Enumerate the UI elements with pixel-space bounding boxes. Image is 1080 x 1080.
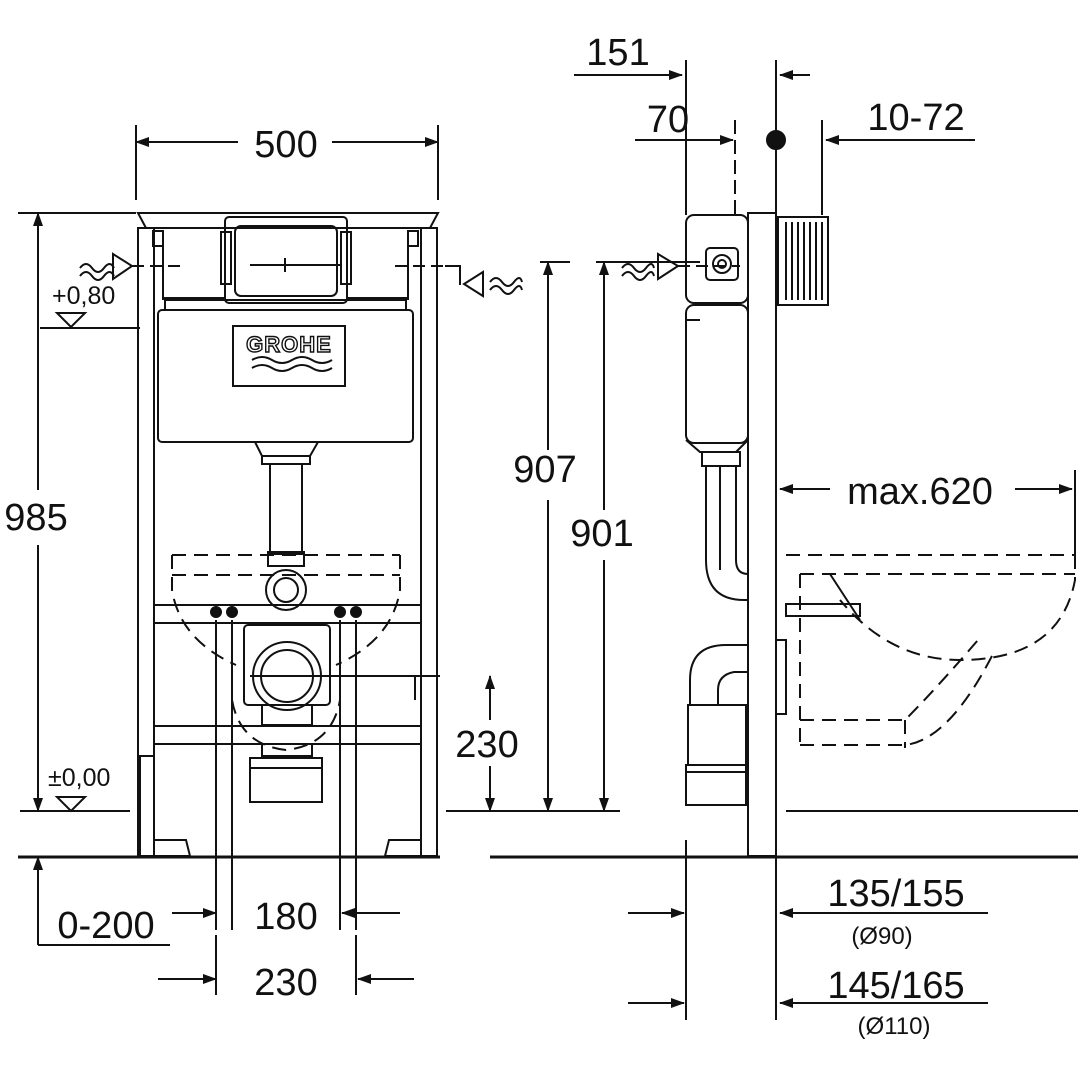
dim-10-72: 10-72 (867, 97, 964, 139)
cistern (157, 309, 414, 443)
side-view (490, 60, 1078, 1020)
dim-907: 907 (513, 449, 576, 491)
dim-180: 180 (254, 896, 317, 938)
dim-135-155: 135/155 (827, 873, 964, 915)
side-waste-bend (689, 644, 748, 705)
flush-plate-opening (224, 216, 348, 304)
water-inlet-left-arrow (112, 252, 134, 281)
water-inlet-right-arrow (462, 270, 484, 298)
level-zero-label: ±0,00 (48, 764, 110, 792)
mounting-bar-lower (153, 725, 422, 745)
waste-outlet-bracket (243, 624, 331, 706)
dim-151: 151 (586, 32, 649, 74)
dim-max-620: max.620 (847, 471, 993, 513)
dim-500: 500 (254, 124, 317, 166)
side-flush-plate (777, 216, 829, 306)
dim-901: 901 (570, 513, 633, 555)
wall-reference-dot (766, 130, 786, 150)
front-view (18, 125, 620, 995)
brand-logo-text: GROHE (246, 332, 332, 357)
frame-right-column (420, 227, 438, 857)
side-frame-column (747, 212, 777, 857)
grohe-logo-box (232, 325, 346, 387)
dim-dia-110: (Ø110) (858, 1013, 931, 1040)
dim-0-200: 0-200 (57, 905, 154, 947)
side-cistern-body (685, 304, 749, 444)
dim-70: 70 (647, 99, 689, 141)
dim-985: 985 (4, 497, 67, 539)
dim-145-165: 145/165 (827, 965, 964, 1007)
level-zero-symbol (54, 796, 88, 813)
dim-230-bottom: 230 (254, 962, 317, 1004)
level-plus-label: +0,80 (52, 282, 115, 310)
dim-dia-90: (Ø90) (851, 923, 912, 950)
dim-230-outlet: 230 (455, 724, 518, 766)
level-plus-symbol (54, 312, 88, 329)
side-cistern-top (685, 214, 749, 304)
mounting-bar-upper (153, 604, 422, 624)
